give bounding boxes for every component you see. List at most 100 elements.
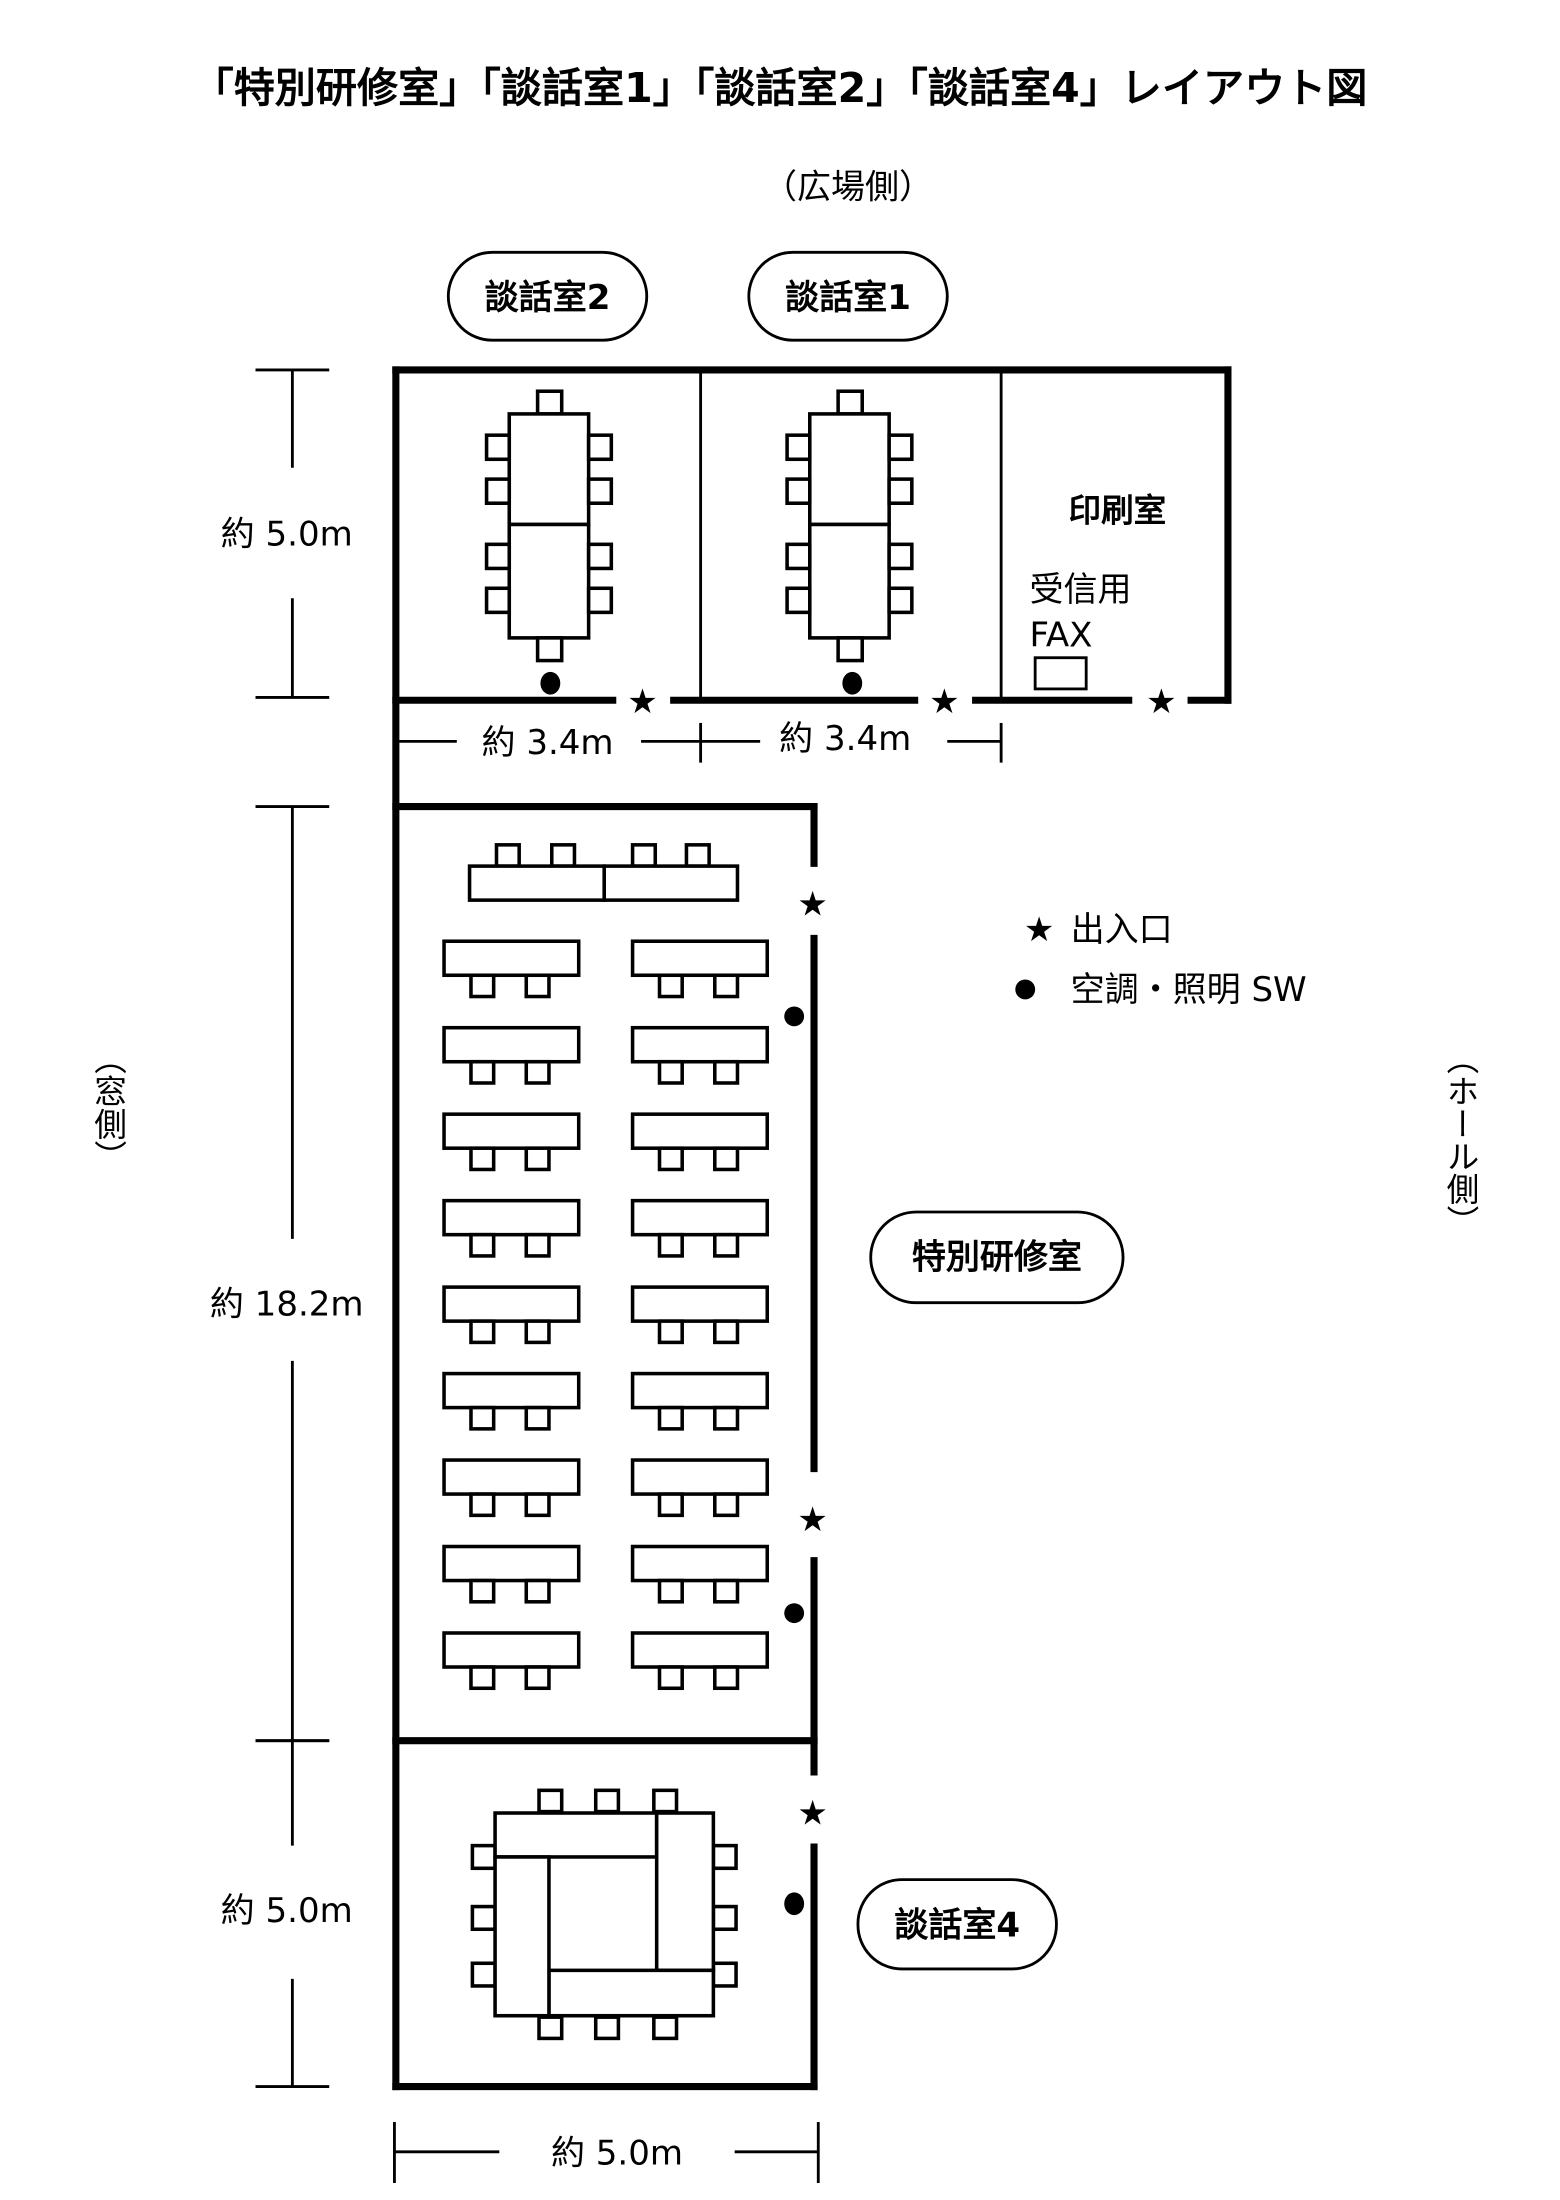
chair [836,389,864,416]
chair [836,636,864,663]
legend-switch-label: 空調・照明 SW [1071,970,1307,1010]
chair [713,1405,740,1431]
desk [630,1371,770,1410]
dimension-room4-height-label: 約 5.0m [221,1891,353,1931]
chair [711,1904,738,1932]
dimension-room1-width-label: 約 3.4m [779,719,911,759]
chair [713,973,740,999]
legend-entrance-symbol: ★ [1024,910,1055,950]
chair [887,433,914,462]
training-room-pill-label: 特別研修室 [912,1238,1082,1278]
table [467,864,606,902]
switch-marker-training-1 [784,1006,805,1027]
chair [586,586,614,615]
chair [469,973,496,999]
table [493,1811,659,1859]
table [602,864,740,902]
room4-walls [392,1737,818,2091]
chair [469,1405,496,1431]
chair [657,1578,684,1604]
chair [524,1405,551,1431]
dimension-upper-height: 約 5.0m [221,368,353,699]
desk [630,1544,770,1583]
chair [630,843,658,868]
upper-rooms-walls [392,366,1232,2091]
table [547,1968,716,2018]
chair [652,1788,679,1814]
switch-marker-training-2 [784,1603,805,1624]
chair [887,542,914,571]
chair [657,1059,684,1085]
fax-label-line2: FAX [1029,615,1092,655]
chair [537,1788,564,1814]
entrance-marker-print-room: ★ [1146,682,1177,722]
chair [470,1961,497,1988]
chair [713,1059,740,1085]
entrance-marker-room1: ★ [929,682,960,722]
chair [887,477,914,505]
room4-table-set [470,1788,738,2041]
page-title: 「特別研修室」「談話室1」「談話室2」「談話室4」レイアウト図 [193,64,1368,112]
chair [524,1665,551,1691]
chair [469,1059,496,1085]
entrance-marker-training-1: ★ [797,885,828,925]
orientation-right-label: （ホール側） [1441,1042,1479,1238]
chair [484,477,512,505]
room4-pill: 談話室4 [856,1878,1058,1971]
table [807,522,891,640]
chair [785,542,812,571]
chair [887,586,914,615]
chair [469,1492,496,1518]
chair [657,1665,684,1691]
dimension-training-height-label: 約 18.2m [210,1284,364,1324]
chair [713,1146,740,1172]
legend: ★ 出入口 空調・照明 SW [1015,910,1307,1010]
chair [524,1578,551,1604]
chair [593,1788,621,1814]
desk [630,1631,770,1669]
chair [657,973,684,999]
desk [630,1025,770,1064]
chair [785,433,812,462]
dimension-bottom-width: 約 5.0m [393,2122,820,2183]
training-room-pill: 特別研修室 [869,1210,1125,1305]
chair [535,389,564,416]
room1-pill: 談話室1 [747,250,949,342]
training-room-walls [392,803,818,1745]
switch-marker-room2 [540,671,561,695]
desk [442,1198,581,1237]
desk [442,1285,581,1323]
orientation-top-label: （広場側） [763,167,933,207]
chair [484,586,512,615]
chair [586,542,614,571]
table [493,1855,551,2018]
chair [657,1146,684,1172]
chair [684,843,711,868]
desk [630,1198,770,1237]
chair [469,1578,496,1604]
chair [469,1319,496,1345]
chair [713,1319,740,1345]
chair [484,542,512,571]
fax-label-line1: 受信用 [1029,570,1131,610]
dimension-training-height: 約 18.2m [210,805,364,1743]
entrance-marker-training-2: ★ [797,1500,828,1540]
desk [630,1112,770,1150]
chair [524,1232,551,1258]
room1-pill-label: 談話室1 [785,278,911,318]
room2-pill-label: 談話室2 [485,278,611,318]
chair [713,1578,740,1604]
desk [442,1025,581,1064]
legend-switch-symbol [1015,979,1036,1000]
chair [524,1319,551,1345]
chair [537,2015,564,2041]
chair [713,1665,740,1691]
dimension-room-widths: 約 3.4m 約 3.4m [398,719,1003,763]
switch-marker-room1 [842,671,863,695]
switch-marker-room4 [784,1892,805,1916]
chair [494,843,521,868]
dimension-room2-width-label: 約 3.4m [481,723,613,763]
print-room-label: 印刷室 [1068,492,1166,530]
dimension-bottom-width-label: 約 5.0m [551,2134,683,2174]
